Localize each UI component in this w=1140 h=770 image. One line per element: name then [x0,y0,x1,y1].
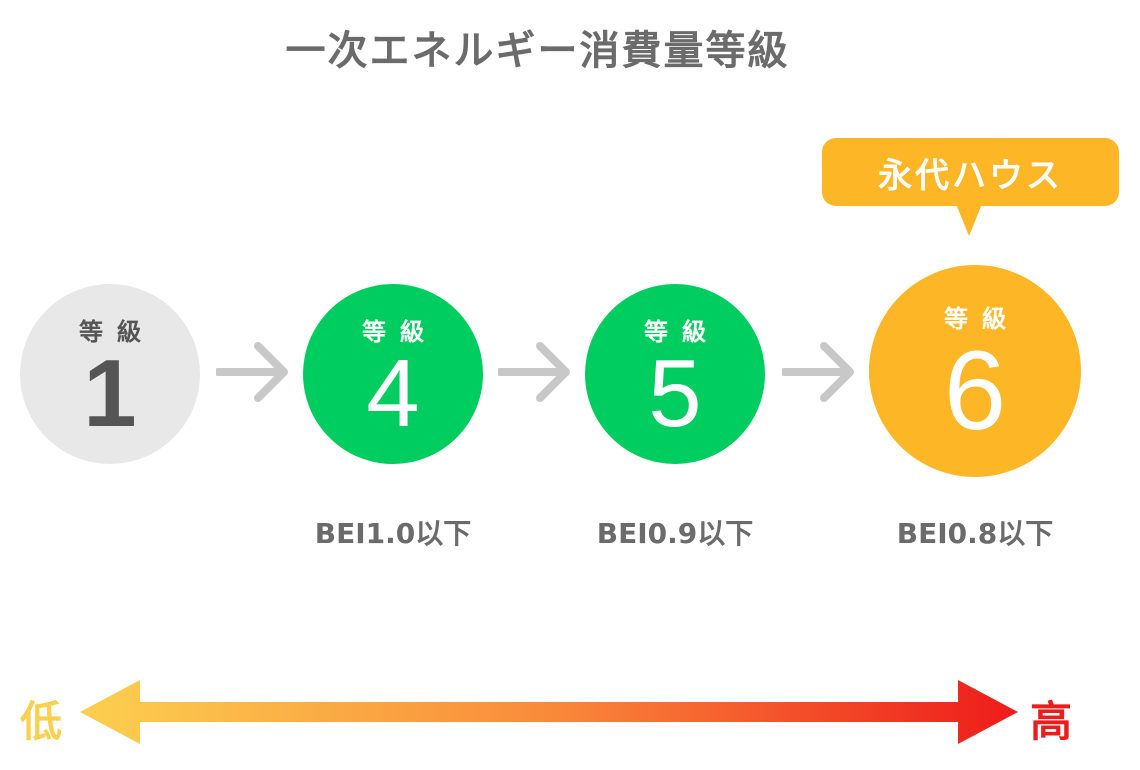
scale-low-label: 低 [20,697,63,746]
grade-number: 6 [943,328,1007,453]
grade-5-circle: 等級 5 [585,284,765,464]
grade-5-bei-note: BEI0.9以下 [596,517,754,550]
grade-number: 1 [83,340,137,447]
scale-high-label: 高 [1030,697,1073,746]
grade-number: 4 [366,340,420,447]
grade-4-bei-note: BEI1.0以下 [314,517,472,550]
right-arrow-icon [216,342,288,402]
grade-label: 等級 [644,318,720,346]
grade-6-circle: 等級 6 [869,265,1081,477]
right-arrow-icon [498,342,570,402]
callout-pointer [956,204,982,236]
double-arrow-scale [80,680,1018,744]
right-arrow-icon [782,342,854,402]
grade-6-bei-note: BEI0.8以下 [896,517,1054,550]
grade-1-circle: 等級 1 [20,284,200,464]
grade-label: 等級 [79,318,155,346]
callout-badge: 永代ハウス [822,138,1119,206]
diagram-title: 一次エネルギー消費量等級 [285,28,790,74]
grade-label: 等級 [944,305,1020,333]
grade-label: 等級 [362,318,438,346]
grade-number: 5 [648,340,702,447]
grade-4-circle: 等級 4 [303,284,483,464]
